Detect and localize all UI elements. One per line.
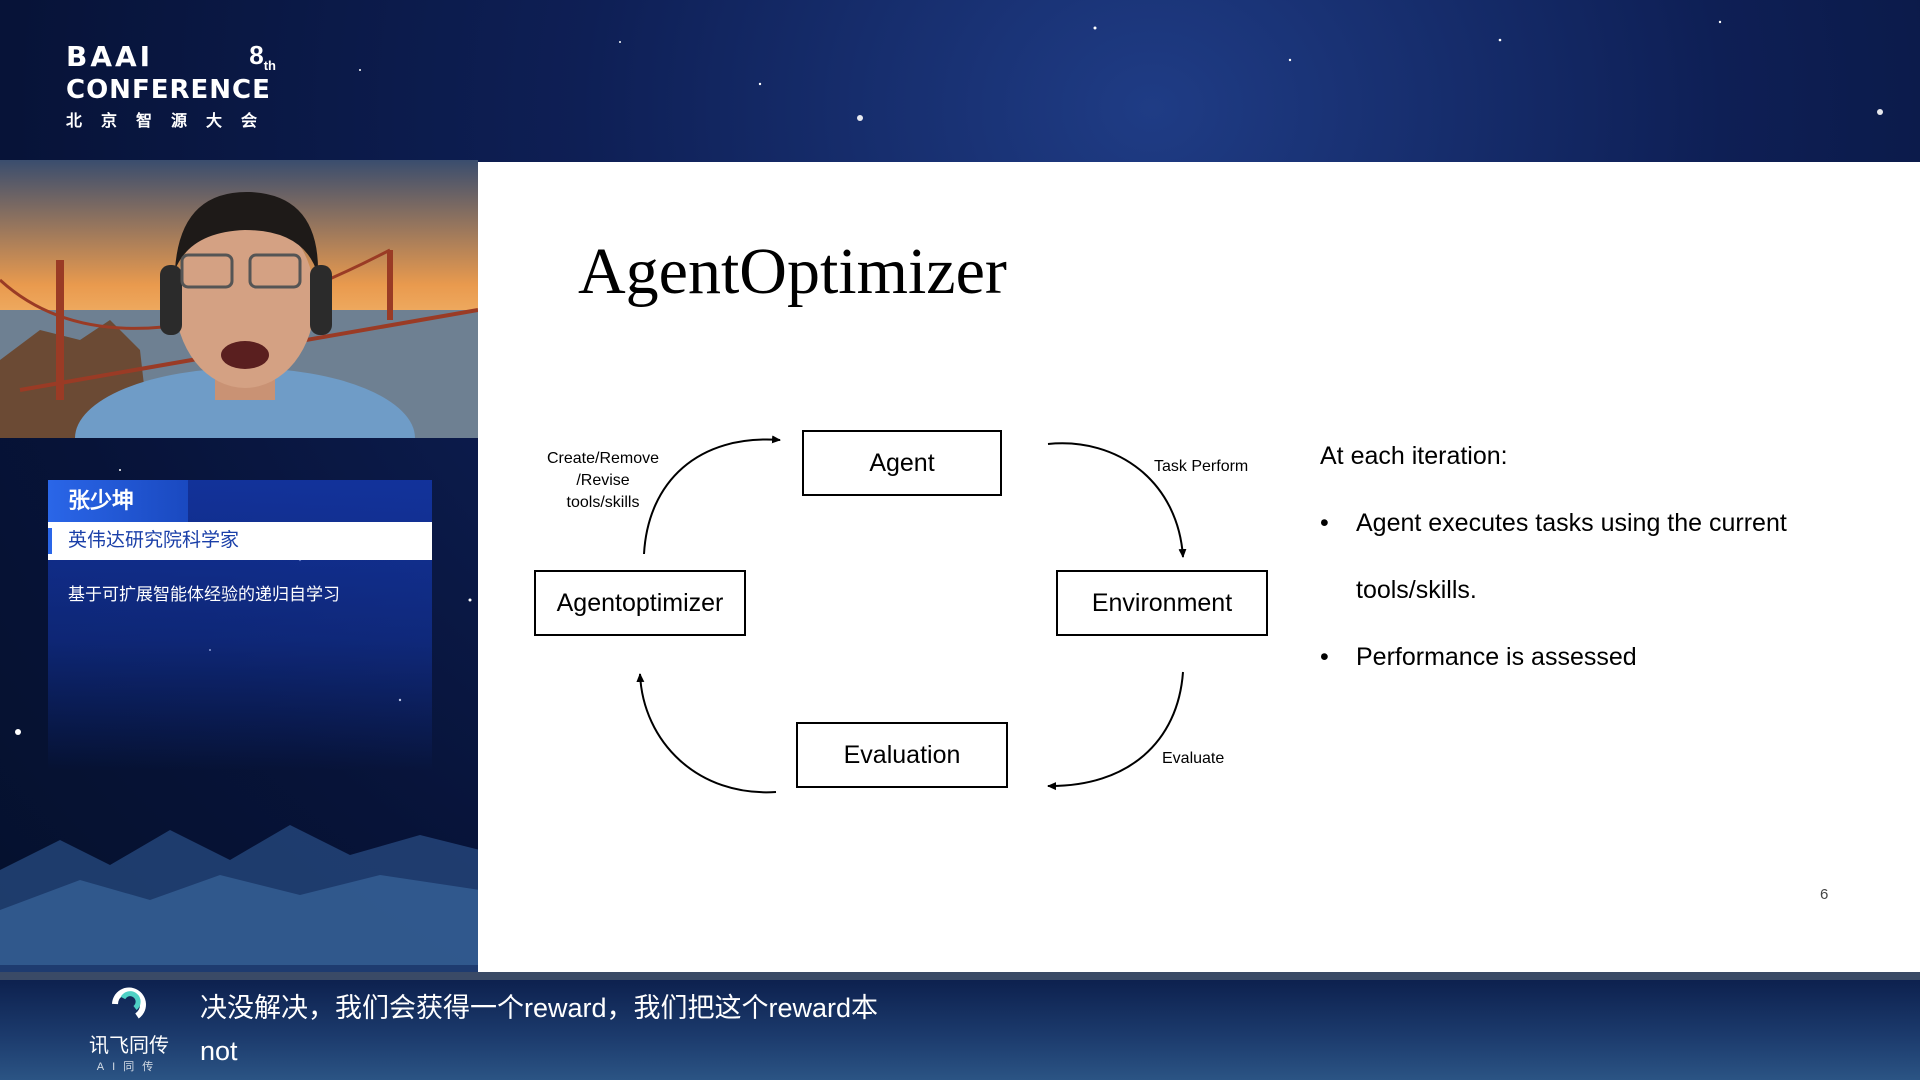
subtitle-line-english: not: [200, 1036, 238, 1067]
slide-page-number: 6: [1820, 886, 1828, 903]
iteration-heading: At each iteration:: [1320, 442, 1508, 471]
live-subtitle-bar: 讯飞同传 AI同传 决没解决，我们会获得一个reward，我们把这个reward…: [0, 972, 1920, 1080]
iflytek-icon: [107, 986, 151, 1022]
speaker-title: 英伟达研究院科学家: [48, 522, 432, 560]
node-environment: Environment: [1056, 570, 1268, 636]
label-evaluate: Evaluate: [1162, 748, 1224, 770]
presentation-slide: AgentOptimizer Agent Environment Evaluat…: [478, 162, 1920, 972]
talk-title: 基于可扩展智能体经验的递归自学习: [68, 580, 340, 605]
label-task-perform: Task Perform: [1154, 456, 1248, 478]
logo-chinese-text: 北京智源大会: [66, 107, 276, 131]
subtitle-line-chinese: 决没解决，我们会获得一个reward，我们把这个reward本: [200, 986, 878, 1025]
node-evaluation: Evaluation: [796, 722, 1008, 788]
logo-conference-text: CONFERENCE: [66, 75, 276, 105]
bullet-agent-executes: •Agent executes tasks using the current: [1320, 509, 1787, 538]
conference-logo: BAAI 8th CONFERENCE 北京智源大会: [66, 40, 276, 131]
speaker-name: 张少坤: [48, 480, 188, 522]
logo-brand: BAAI: [66, 40, 153, 73]
provider-subtitle: AI同传: [84, 1058, 174, 1074]
node-agentoptimizer: Agentoptimizer: [534, 570, 746, 636]
bullet-agent-executes-continued: tools/skills.: [1356, 576, 1477, 605]
cycle-diagram-arrows: [478, 162, 1920, 972]
bullet-performance-assessed: •Performance is assessed: [1320, 643, 1637, 672]
mountain-background: [0, 780, 480, 1000]
webcam-image: [0, 160, 478, 438]
label-create-revise-tools: Create/Remove /Revise tools/skills: [528, 448, 678, 514]
translation-provider-logo: 讯飞同传 AI同传: [84, 986, 174, 1074]
provider-name: 讯飞同传: [84, 1029, 174, 1058]
speaker-webcam: [0, 160, 478, 438]
logo-edition: 8th: [249, 40, 276, 73]
node-agent: Agent: [802, 430, 1002, 496]
speaker-info-card: 张少坤 英伟达研究院科学家 基于可扩展智能体经验的递归自学习: [48, 480, 432, 770]
arrow-evaluation-to-agentoptimizer: [640, 674, 776, 792]
